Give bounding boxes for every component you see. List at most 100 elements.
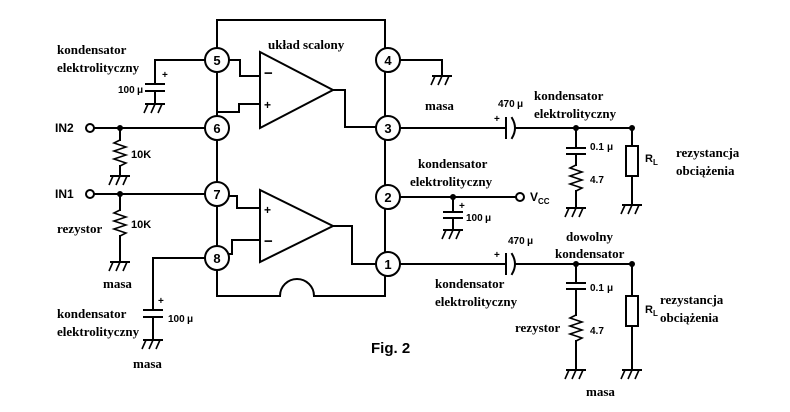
pin-4: 4 xyxy=(375,47,401,73)
label-load-upper-1: rezystancja xyxy=(676,145,740,160)
pin-2: 2 xyxy=(375,184,401,210)
label-dowolny-2: kondensator xyxy=(555,246,625,261)
c-470-lower: + 470 μ xyxy=(494,236,533,276)
ground-supply xyxy=(441,229,463,240)
svg-text:5: 5 xyxy=(213,53,220,68)
svg-text:10K: 10K xyxy=(131,219,151,231)
label-cap-out1-2: elektrolityczny xyxy=(435,294,518,309)
in2-terminal xyxy=(85,123,95,133)
svg-text:+: + xyxy=(264,98,271,112)
svg-text:R: R xyxy=(645,153,653,165)
svg-text:+: + xyxy=(494,250,500,261)
vcc-terminal xyxy=(515,192,525,202)
svg-text:R: R xyxy=(645,304,653,316)
svg-text:μ: μ xyxy=(607,142,613,153)
pin-1: 1 xyxy=(375,251,401,277)
svg-text:−: − xyxy=(264,65,273,82)
label-rezystor-left: rezystor xyxy=(57,221,102,236)
label-cap-pin8-2: elektrolityczny xyxy=(57,324,140,339)
svg-text:100: 100 xyxy=(168,314,185,325)
label-dowolny-1: dowolny xyxy=(566,229,613,244)
svg-text:μ: μ xyxy=(137,85,143,96)
svg-text:10K: 10K xyxy=(131,149,151,161)
svg-text:μ: μ xyxy=(485,213,491,224)
ground-rl-lower xyxy=(620,369,642,380)
svg-text:+: + xyxy=(459,201,465,212)
svg-text:μ: μ xyxy=(607,283,613,294)
label-rezystor-right: rezystor xyxy=(515,320,560,335)
svg-text:470: 470 xyxy=(508,236,525,247)
svg-text:8: 8 xyxy=(213,251,220,266)
r-10k-upper: 10K xyxy=(111,127,151,177)
lower-opamp: + − xyxy=(216,188,386,265)
pin-6: 6 xyxy=(204,115,230,141)
ic-package xyxy=(216,19,386,297)
upper-opamp: − + xyxy=(216,50,386,130)
c-470-upper: + 470 μ xyxy=(494,99,523,140)
ground-pin4 xyxy=(430,75,452,86)
svg-text:+: + xyxy=(162,70,168,81)
ic-title: układ scalony xyxy=(268,37,345,52)
svg-text:7: 7 xyxy=(213,187,220,202)
label-cap-pin5-2: elektrolityczny xyxy=(57,60,140,75)
label-cap-out1-1: kondensator xyxy=(435,276,505,291)
svg-text:+: + xyxy=(158,296,164,307)
c-pin8-electrolytic: + 100 μ xyxy=(143,257,206,341)
svg-text:6: 6 xyxy=(213,121,220,136)
ground-pin8 xyxy=(141,339,163,350)
in1-label: IN1 xyxy=(55,187,74,201)
svg-text:4: 4 xyxy=(384,53,392,68)
label-load-lower-1: rezystancja xyxy=(660,292,724,307)
figure-caption: Fig. 2 xyxy=(371,340,410,357)
label-load-lower-2: obciążenia xyxy=(660,310,719,325)
rl-lower: R L xyxy=(625,263,658,371)
ground-pin5 xyxy=(143,103,165,114)
label-masa-pin4: masa xyxy=(425,98,454,113)
ground-zobel-upper xyxy=(564,207,586,218)
svg-text:−: − xyxy=(264,233,273,250)
label-masa-bottom: masa xyxy=(586,384,615,399)
ground-r10k-lower xyxy=(108,261,130,272)
ground-r10k-upper xyxy=(108,175,130,186)
svg-text:+: + xyxy=(494,114,500,125)
pin-8: 8 xyxy=(204,245,230,271)
svg-text:100: 100 xyxy=(118,85,135,96)
svg-text:0.1: 0.1 xyxy=(590,142,604,153)
ground-zobel-lower xyxy=(564,369,586,380)
svg-text:4.7: 4.7 xyxy=(590,175,604,186)
label-masa-left: masa xyxy=(103,276,132,291)
svg-text:0.1: 0.1 xyxy=(590,283,604,294)
r-10k-lower: 10K xyxy=(111,193,151,263)
svg-text:2: 2 xyxy=(384,190,391,205)
label-cap-pin5-1: kondensator xyxy=(57,42,127,57)
label-cap-pin8-1: kondensator xyxy=(57,306,127,321)
pin-5: 5 xyxy=(204,47,230,73)
svg-text:μ: μ xyxy=(187,314,193,325)
svg-text:1: 1 xyxy=(384,257,391,272)
svg-text:+: + xyxy=(264,203,271,217)
svg-text:L: L xyxy=(653,158,658,167)
ground-rl-upper xyxy=(620,204,642,215)
zobel-upper: 0.1 μ 4.7 xyxy=(566,127,613,209)
in1-terminal xyxy=(85,189,95,199)
svg-text:470: 470 xyxy=(498,99,515,110)
zobel-lower: 0.1 μ 4.7 xyxy=(566,263,613,371)
label-load-upper-2: obciążenia xyxy=(676,163,735,178)
pin-7: 7 xyxy=(204,181,230,207)
pin-3: 3 xyxy=(375,115,401,141)
label-cap-out3-1: kondensator xyxy=(534,88,604,103)
svg-text:4.7: 4.7 xyxy=(590,326,604,337)
c-pin5-electrolytic: + 100 μ xyxy=(118,59,206,105)
svg-text:3: 3 xyxy=(384,121,391,136)
rl-upper: R L xyxy=(625,127,658,206)
in2-label: IN2 xyxy=(55,121,74,135)
svg-text:μ: μ xyxy=(517,99,523,110)
label-cap-supply-1: kondensator xyxy=(418,156,488,171)
svg-text:100: 100 xyxy=(466,213,483,224)
svg-text:CC: CC xyxy=(538,197,550,206)
svg-text:μ: μ xyxy=(527,236,533,247)
c-supply-electrolytic: + 100 μ xyxy=(443,196,491,231)
label-cap-supply-2: elektrolityczny xyxy=(410,174,493,189)
